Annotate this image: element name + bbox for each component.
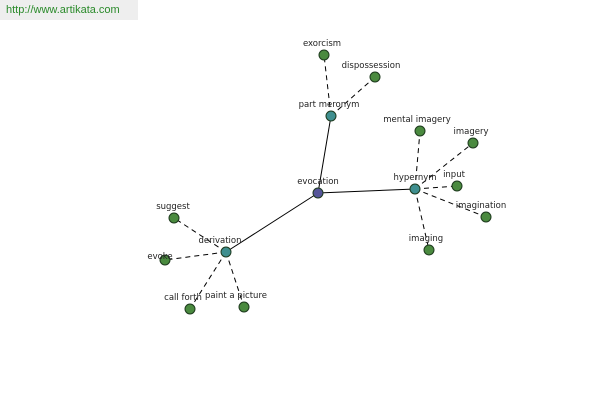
node-mental-imagery[interactable] bbox=[414, 125, 426, 137]
label-part-meronym: part meronym bbox=[299, 100, 360, 110]
node-suggest[interactable] bbox=[168, 212, 180, 224]
label-dispossession: dispossession bbox=[342, 61, 401, 71]
node-call-forth[interactable] bbox=[184, 303, 196, 315]
source-banner: http://www.artikata.com bbox=[0, 0, 138, 20]
node-paint-a-picture[interactable] bbox=[238, 301, 250, 313]
label-input: input bbox=[443, 170, 466, 180]
node-imaging[interactable] bbox=[423, 244, 435, 256]
label-exorcism: exorcism bbox=[303, 39, 341, 49]
label-call-forth: call forth bbox=[164, 293, 202, 303]
node-derivation[interactable] bbox=[220, 246, 232, 258]
edge-hypernym-to-imaging bbox=[414, 188, 430, 251]
edge-hypernym-to-input bbox=[414, 185, 458, 190]
node-imagery[interactable] bbox=[467, 137, 479, 149]
source-link[interactable]: http://www.artikata.com bbox=[6, 4, 120, 16]
node-layer bbox=[159, 49, 492, 315]
edge-hypernym-to-imagery bbox=[414, 142, 474, 190]
edge-evocation-to-derivation bbox=[225, 192, 319, 253]
node-evoke[interactable] bbox=[159, 254, 171, 266]
edge-layer bbox=[164, 54, 487, 310]
node-part-meronym[interactable] bbox=[325, 110, 337, 122]
node-hypernym[interactable] bbox=[409, 183, 421, 195]
label-hypernym: hypernym bbox=[393, 173, 436, 183]
label-evoke: evoke bbox=[147, 252, 172, 262]
label-evocation: evocation bbox=[297, 177, 339, 187]
node-evocation[interactable] bbox=[312, 187, 324, 199]
edge-hypernym-to-imagination bbox=[414, 188, 487, 218]
label-suggest: suggest bbox=[156, 202, 190, 212]
edge-evocation-to-part-meronym bbox=[317, 115, 332, 194]
node-dispossession[interactable] bbox=[369, 71, 381, 83]
node-input[interactable] bbox=[451, 180, 463, 192]
edge-derivation-to-evoke bbox=[164, 251, 227, 261]
edge-hypernym-to-mental-imagery bbox=[414, 130, 421, 190]
label-mental-imagery: mental imagery bbox=[383, 115, 451, 125]
edge-part-meronym-to-dispossession bbox=[330, 76, 376, 117]
node-exorcism[interactable] bbox=[318, 49, 330, 61]
label-paint-a-picture: paint a picture bbox=[205, 291, 267, 301]
label-layer: evocation part meronym hypernym derivation e… bbox=[147, 39, 506, 303]
label-derivation: derivation bbox=[198, 236, 241, 246]
edge-derivation-to-suggest bbox=[173, 217, 227, 253]
label-imaging: imaging bbox=[409, 234, 443, 244]
node-imagination[interactable] bbox=[480, 211, 492, 223]
edge-part-meronym-to-exorcism bbox=[323, 54, 332, 117]
label-imagination: imagination bbox=[456, 201, 507, 211]
label-imagery: imagery bbox=[453, 127, 488, 137]
edge-derivation-to-call-forth bbox=[189, 251, 227, 310]
edge-derivation-to-paint-a-picture bbox=[225, 251, 245, 308]
edge-evocation-to-hypernym bbox=[317, 188, 416, 194]
